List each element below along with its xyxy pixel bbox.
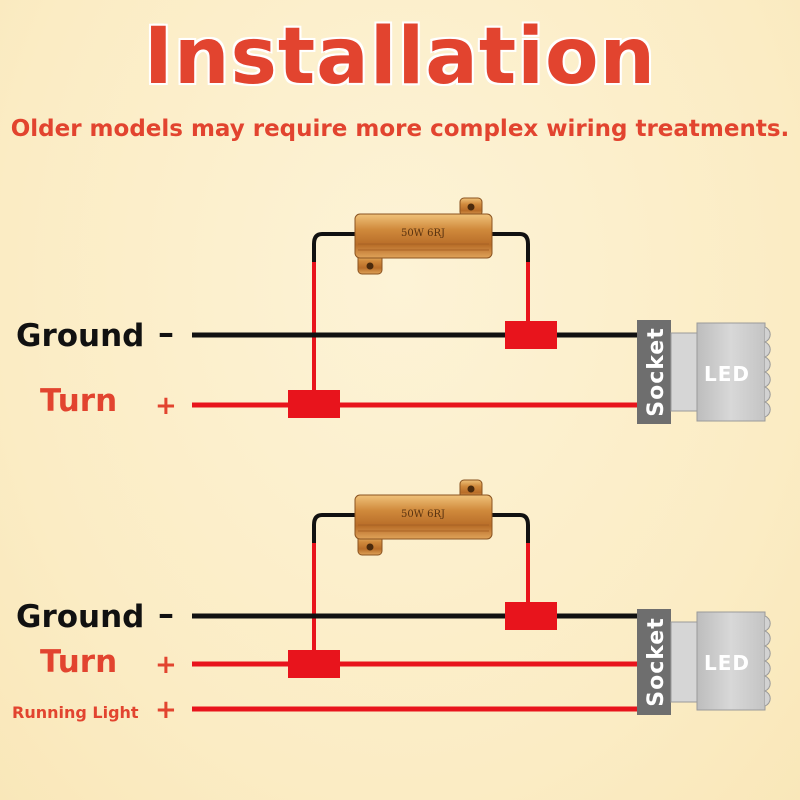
ground-label: Ground [16,318,144,354]
led-bulb-1: LED [696,322,771,422]
resistor-rating-text: 50W 6RJ [401,228,445,239]
turn-sign: + [155,391,177,421]
led-label: LED [704,362,750,386]
socket-2: Socket [637,609,698,715]
resistor-1: 50W 6RJ [354,197,493,275]
ground-splice-connector [505,321,557,349]
turn-sign: + [155,650,177,680]
page-subtitle: Older models may require more complex wi… [10,116,790,142]
running-light-label: Running Light [12,703,139,722]
socket-1: Socket [637,320,698,424]
resistor-lead-left [312,513,356,543]
resistor-2: 50W 6RJ [354,479,493,556]
socket-label: Socket [644,327,669,416]
ground-sign: – [158,595,174,633]
diagram-2: 50W 6RJ Ground – Turn + Running Light + … [12,479,771,725]
led-label: LED [704,651,750,675]
resistor-lead-left [312,232,356,262]
turn-label: Turn [40,383,117,419]
running-light-sign: + [155,695,177,725]
resistor-lead-right [490,232,530,262]
ground-label: Ground [16,599,144,635]
resistor-lead-right [490,513,530,543]
resistor-rating-text: 50W 6RJ [401,509,445,520]
turn-label: Turn [40,644,117,680]
turn-splice-connector [288,650,340,678]
led-bulb-2: LED [696,611,771,711]
diagram-1: 50W 6RJ Ground – Turn + Socket LED [16,197,771,424]
ground-splice-connector [505,602,557,630]
page-title: Installation [143,12,657,102]
ground-sign: – [158,314,174,352]
turn-splice-connector [288,390,340,418]
socket-label: Socket [644,617,669,706]
